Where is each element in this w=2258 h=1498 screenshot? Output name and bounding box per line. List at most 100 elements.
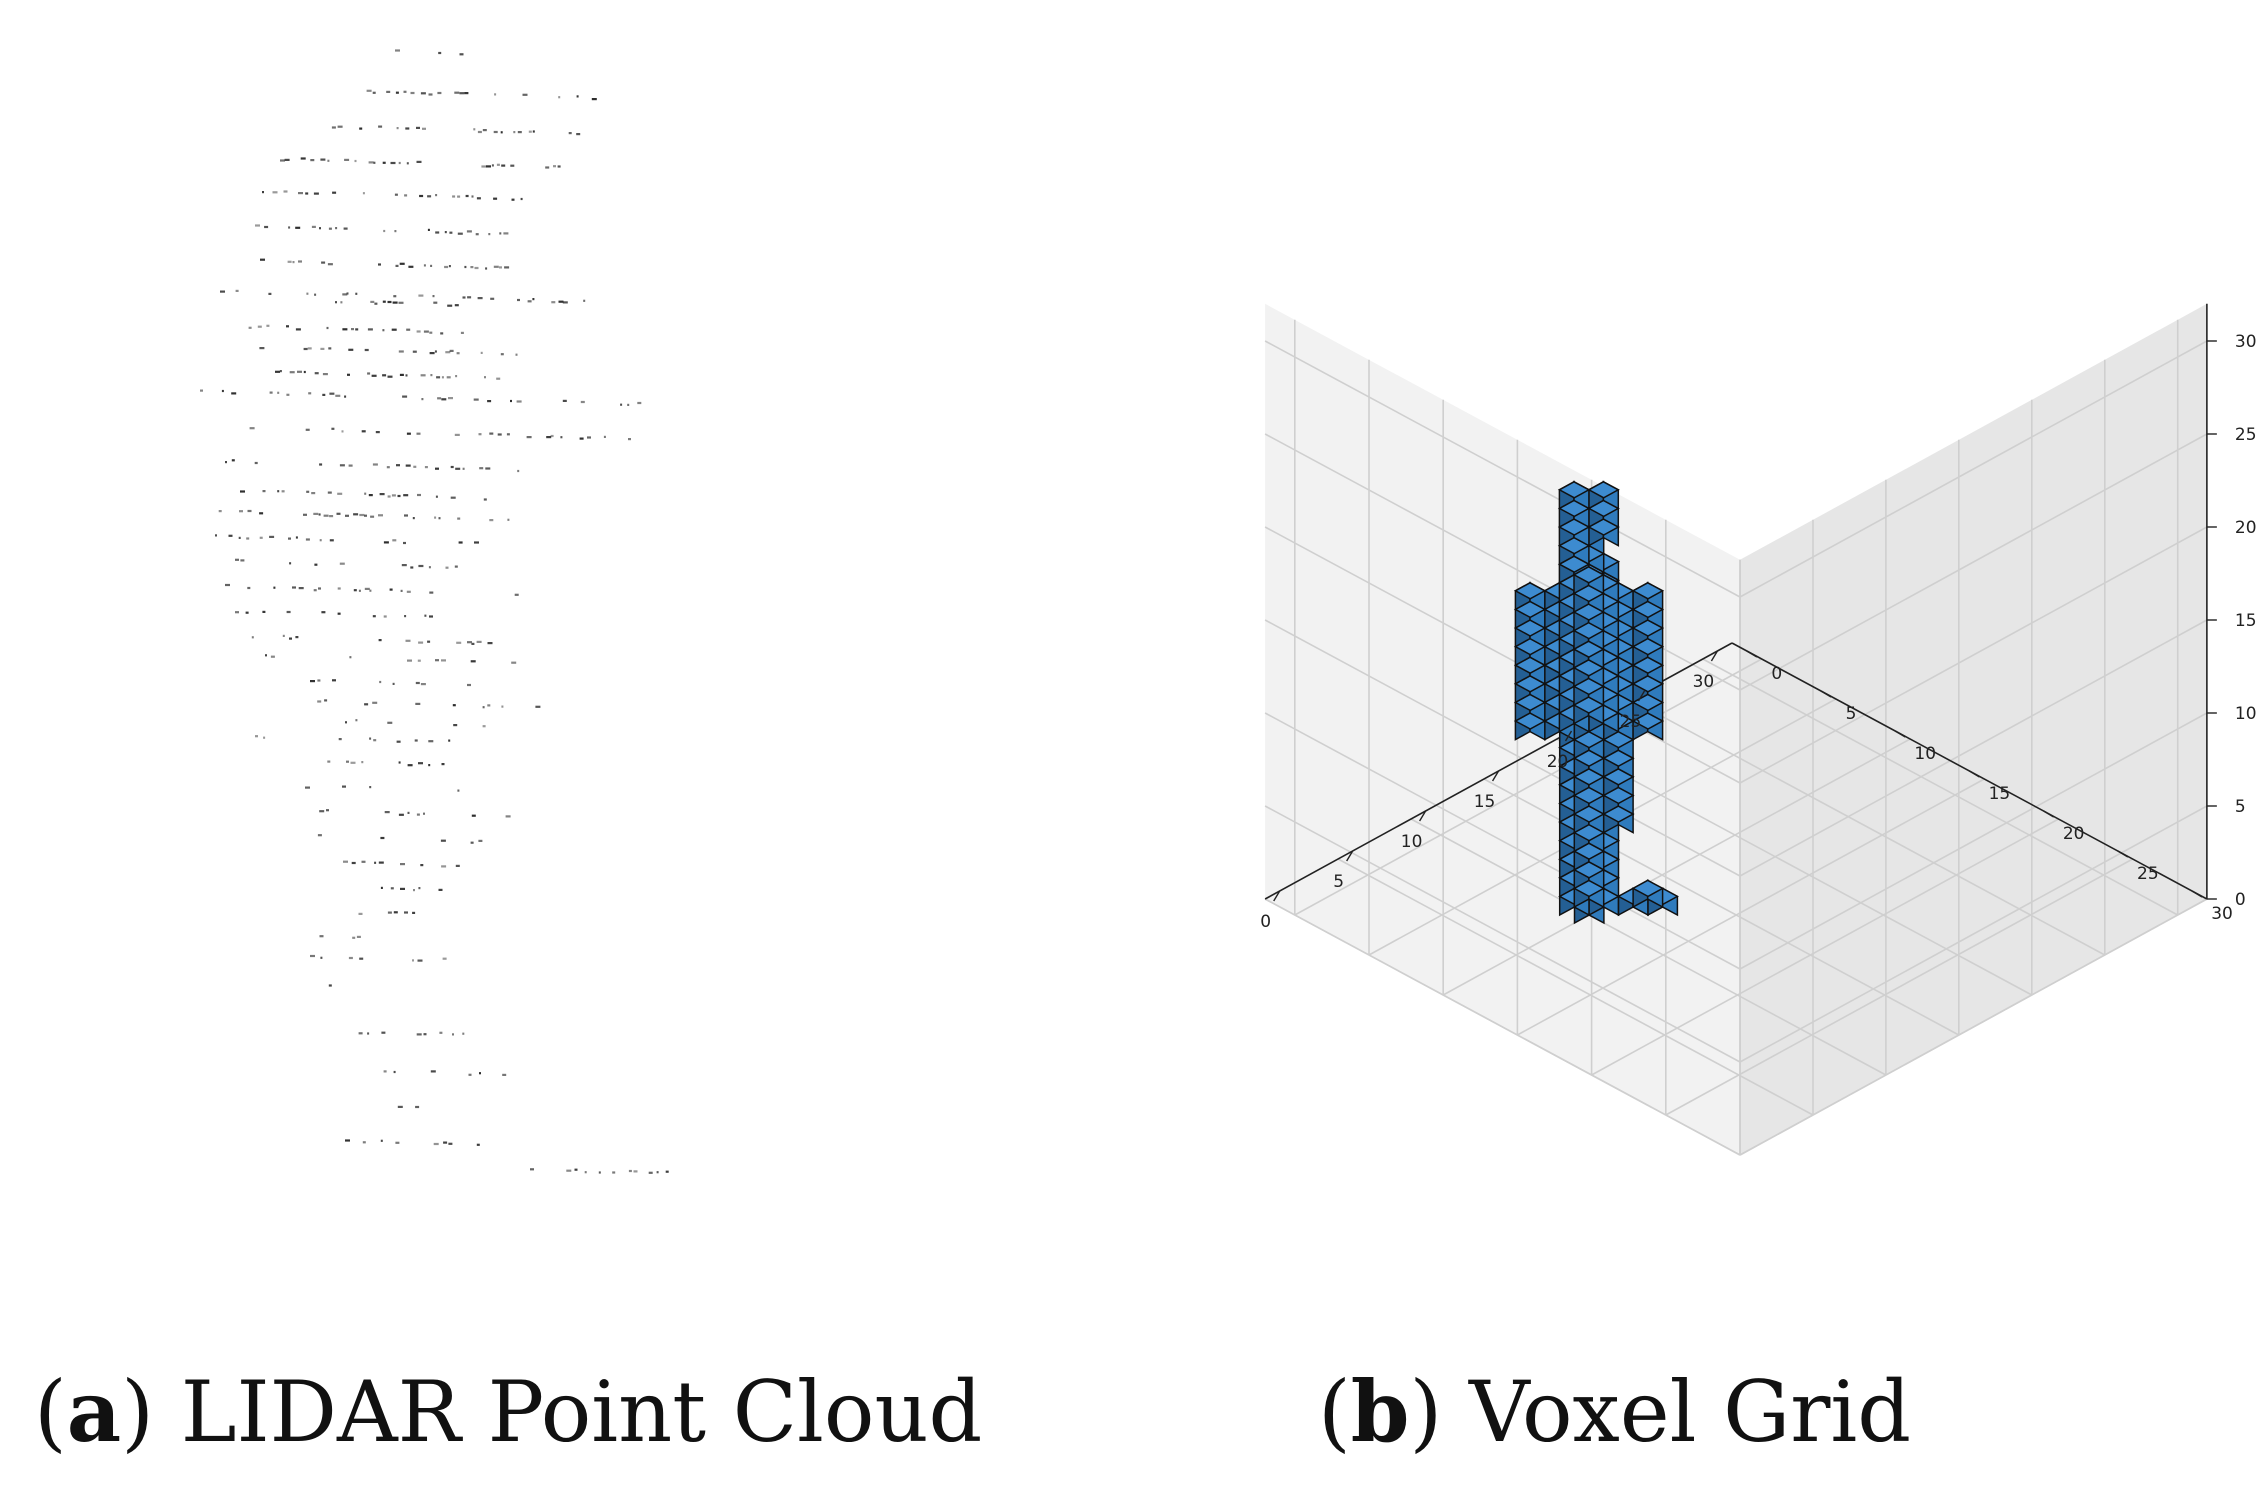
point [417, 959, 423, 962]
y-tick-label: 25 [2137, 864, 2159, 884]
gridline [1591, 818, 2059, 1076]
x-tick-mark [1637, 690, 1646, 702]
point [432, 295, 435, 298]
point [282, 634, 285, 637]
point [239, 510, 243, 513]
point [423, 812, 425, 815]
point [530, 1168, 534, 1171]
gridline [1702, 658, 2179, 916]
point [515, 353, 518, 356]
point [566, 1169, 572, 1172]
point [496, 377, 501, 380]
point [380, 886, 383, 889]
point [392, 539, 397, 542]
point [446, 376, 451, 379]
point [462, 1032, 465, 1035]
gridline [1264, 712, 1741, 970]
x-tick-mark [1419, 810, 1427, 822]
point [479, 467, 484, 470]
point [471, 195, 474, 198]
caption-a-title: LIDAR Point Cloud [180, 1363, 983, 1461]
point [319, 935, 324, 938]
point [404, 194, 408, 197]
point [428, 93, 433, 96]
point [306, 292, 309, 295]
point [558, 96, 561, 99]
point [339, 562, 345, 565]
point [351, 328, 354, 331]
point [279, 370, 282, 373]
point [298, 587, 304, 590]
point [378, 125, 383, 128]
x-tick-mark [1564, 730, 1573, 742]
point [459, 53, 464, 56]
point [500, 353, 504, 356]
point [398, 761, 401, 764]
point [392, 682, 395, 685]
point [557, 165, 561, 168]
point [412, 517, 415, 520]
point [305, 428, 310, 431]
point [358, 589, 361, 592]
y-tick-label: 20 [2063, 824, 2085, 844]
point [420, 864, 424, 867]
point [362, 1141, 366, 1144]
point [459, 92, 465, 95]
axes-panes [1265, 303, 2207, 1155]
point [384, 811, 390, 814]
point [342, 328, 348, 331]
point [355, 719, 358, 722]
point [286, 610, 291, 614]
right-wall-pane [1740, 303, 2207, 1155]
point [457, 232, 463, 235]
point [504, 266, 510, 269]
point [448, 397, 453, 400]
point [403, 90, 407, 93]
point [499, 266, 502, 269]
point [500, 131, 503, 134]
point [435, 659, 439, 662]
point [511, 661, 517, 664]
point [337, 612, 341, 615]
gridline [1410, 818, 1887, 1076]
point [284, 158, 290, 161]
point [327, 760, 331, 763]
gridline [1517, 778, 1985, 1036]
point [319, 539, 322, 542]
point [493, 130, 498, 134]
point [397, 1105, 403, 1108]
point [580, 400, 585, 404]
point [550, 434, 554, 438]
point [378, 639, 382, 642]
point [493, 197, 498, 200]
point [259, 347, 265, 350]
point [447, 304, 453, 307]
point [440, 332, 444, 335]
point [444, 265, 449, 269]
point [387, 300, 392, 304]
point [453, 724, 458, 727]
y-tick-mark [2043, 810, 2055, 818]
point [497, 433, 502, 436]
point [332, 191, 337, 194]
point [454, 565, 458, 568]
point [476, 1143, 480, 1146]
point [305, 786, 310, 789]
point [392, 301, 398, 304]
point [335, 301, 337, 304]
point [445, 351, 451, 354]
point [228, 534, 233, 537]
point [280, 159, 285, 162]
point [382, 374, 387, 377]
point [268, 292, 272, 295]
point [314, 372, 319, 375]
point [390, 887, 394, 890]
gridline [1739, 805, 2208, 1063]
point [319, 810, 325, 813]
point [435, 231, 440, 234]
y-tick-label: 0 [1771, 664, 1782, 684]
point [433, 301, 438, 304]
gridline [1264, 340, 1741, 598]
point [438, 888, 443, 891]
point [277, 391, 280, 394]
